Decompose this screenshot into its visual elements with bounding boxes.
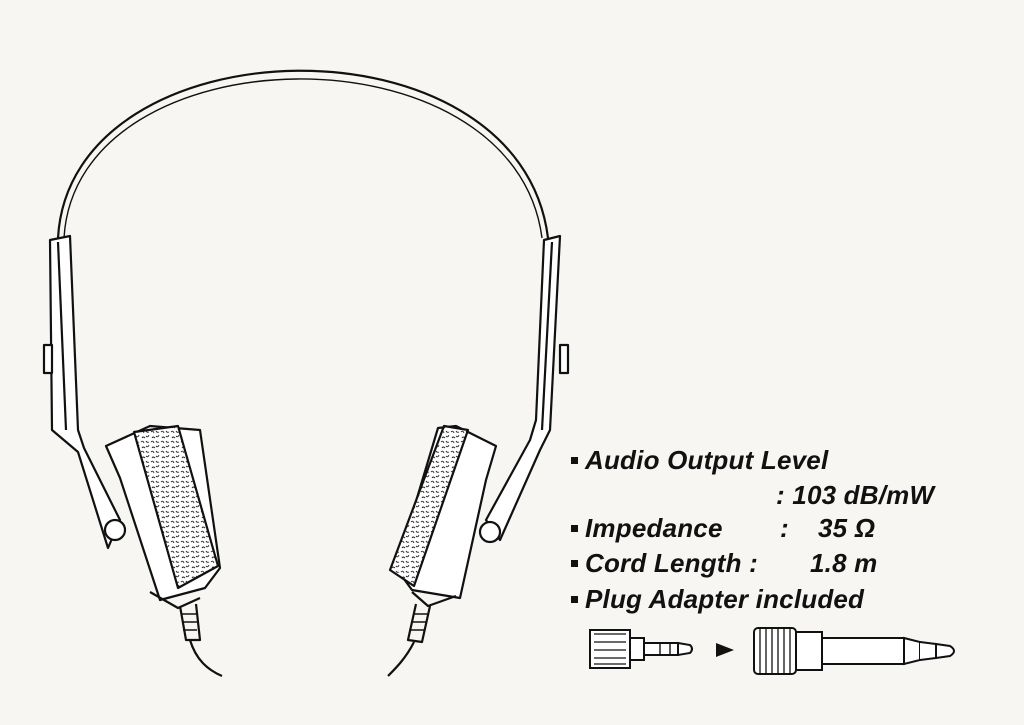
- headphones-illustration: [42, 69, 570, 678]
- arrow-right-icon: [716, 643, 734, 657]
- mini-plug-icon: [589, 629, 693, 669]
- impedance-label: Impedance: [585, 513, 723, 543]
- cord-length-value: 1.8 m: [810, 548, 878, 578]
- left-arm: [42, 234, 127, 550]
- bullet-plug: [571, 596, 578, 603]
- right-arm: [478, 234, 570, 544]
- right-earcup: [387, 424, 498, 677]
- cord-length-label: Cord Length :: [585, 548, 759, 578]
- large-plug-icon: [753, 627, 955, 675]
- audio-output-value: : 103 dB/mW: [776, 480, 935, 510]
- bullet-audio: [571, 457, 578, 464]
- plug-adapter-label: Plug Adapter included: [585, 584, 865, 614]
- bullet-impedance: [571, 525, 578, 532]
- bullet-cord: [571, 560, 578, 567]
- impedance-value: 35 Ω: [818, 513, 876, 543]
- left-earcup: [104, 424, 223, 678]
- audio-output-label: Audio Output Level: [585, 445, 829, 475]
- headband: [56, 69, 550, 239]
- impedance-separator: :: [780, 513, 789, 543]
